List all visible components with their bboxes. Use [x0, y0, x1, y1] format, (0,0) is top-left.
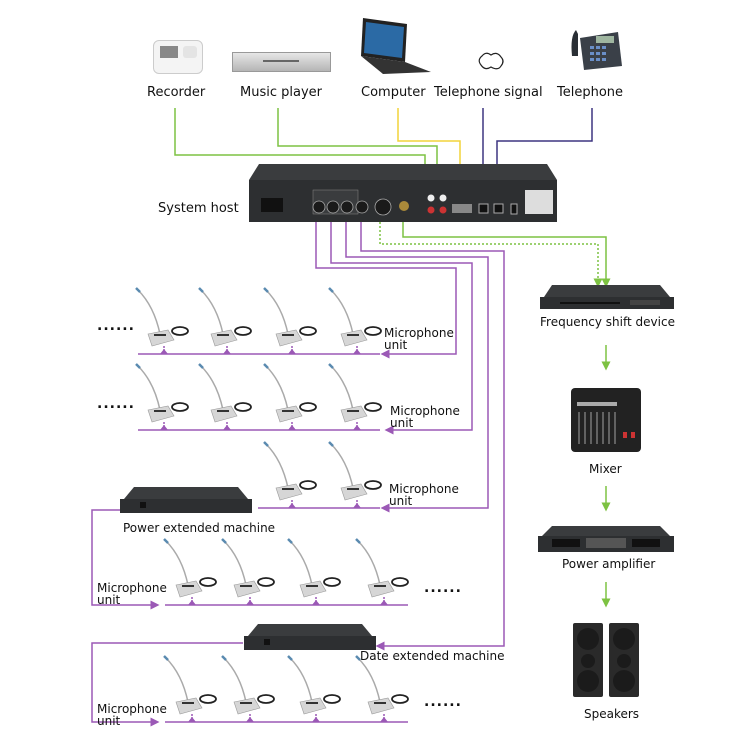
- ellipsis-row5: ......: [424, 694, 462, 710]
- telephone-signal-cloud: [476, 50, 506, 76]
- ellipsis-row2: ......: [97, 396, 135, 412]
- microphone-unit: [327, 362, 387, 436]
- ellipsis-row4: ......: [424, 580, 462, 596]
- recorder-display: [160, 46, 178, 58]
- host-to-mic-wires: [91, 220, 505, 727]
- label-power-amplifier: Power amplifier: [562, 557, 656, 571]
- music-player-device: [232, 52, 331, 72]
- label-mixer: Mixer: [589, 462, 622, 476]
- microphone-unit: [197, 286, 257, 360]
- label-music-player: Music player: [240, 85, 322, 100]
- label-system-host: System host: [158, 201, 239, 216]
- label-data-extended-machine: Date extended machine: [360, 649, 505, 663]
- system-host-device: [247, 162, 559, 224]
- label-telephone-signal: Telephone signal: [434, 85, 543, 100]
- microphone-unit: [327, 440, 387, 514]
- microphone-unit: [162, 654, 222, 728]
- microphone-unit: [354, 537, 414, 611]
- computer-device: [359, 16, 431, 76]
- data-extended-machine: [244, 624, 376, 650]
- label-frequency-shift-device: Frequency shift device: [540, 315, 675, 329]
- microphone-unit: [220, 537, 280, 611]
- host-to-frequency-wires: [379, 218, 611, 288]
- disc-tray: [263, 60, 299, 62]
- microphone-unit: [220, 654, 280, 728]
- microphone-unit: [162, 537, 222, 611]
- microphone-unit: [262, 286, 322, 360]
- telephone-device: [566, 26, 622, 72]
- power-extended-machine: [120, 487, 252, 513]
- microphone-unit: [134, 362, 194, 436]
- microphone-unit: [286, 654, 346, 728]
- label-computer: Computer: [361, 85, 426, 100]
- frequency-shift-device: [540, 285, 674, 309]
- label-power-extended-machine: Power extended machine: [123, 521, 276, 535]
- microphone-unit: [134, 286, 194, 360]
- ellipsis-row1: ......: [97, 318, 135, 334]
- power-amplifier-device: [538, 526, 674, 552]
- microphone-unit: [354, 654, 414, 728]
- recorder-speaker: [183, 46, 197, 58]
- microphone-unit: [262, 440, 322, 514]
- label-speakers: Speakers: [584, 707, 640, 721]
- label-telephone: Telephone: [557, 85, 624, 100]
- microphone-unit: [197, 362, 257, 436]
- microphone-unit: [327, 286, 387, 360]
- speakers-device: [571, 621, 641, 699]
- microphone-unit: [262, 362, 322, 436]
- microphone-unit: [286, 537, 346, 611]
- label-recorder: Recorder: [147, 85, 206, 100]
- recorder-device: [153, 40, 203, 74]
- mixer-device: [571, 388, 641, 452]
